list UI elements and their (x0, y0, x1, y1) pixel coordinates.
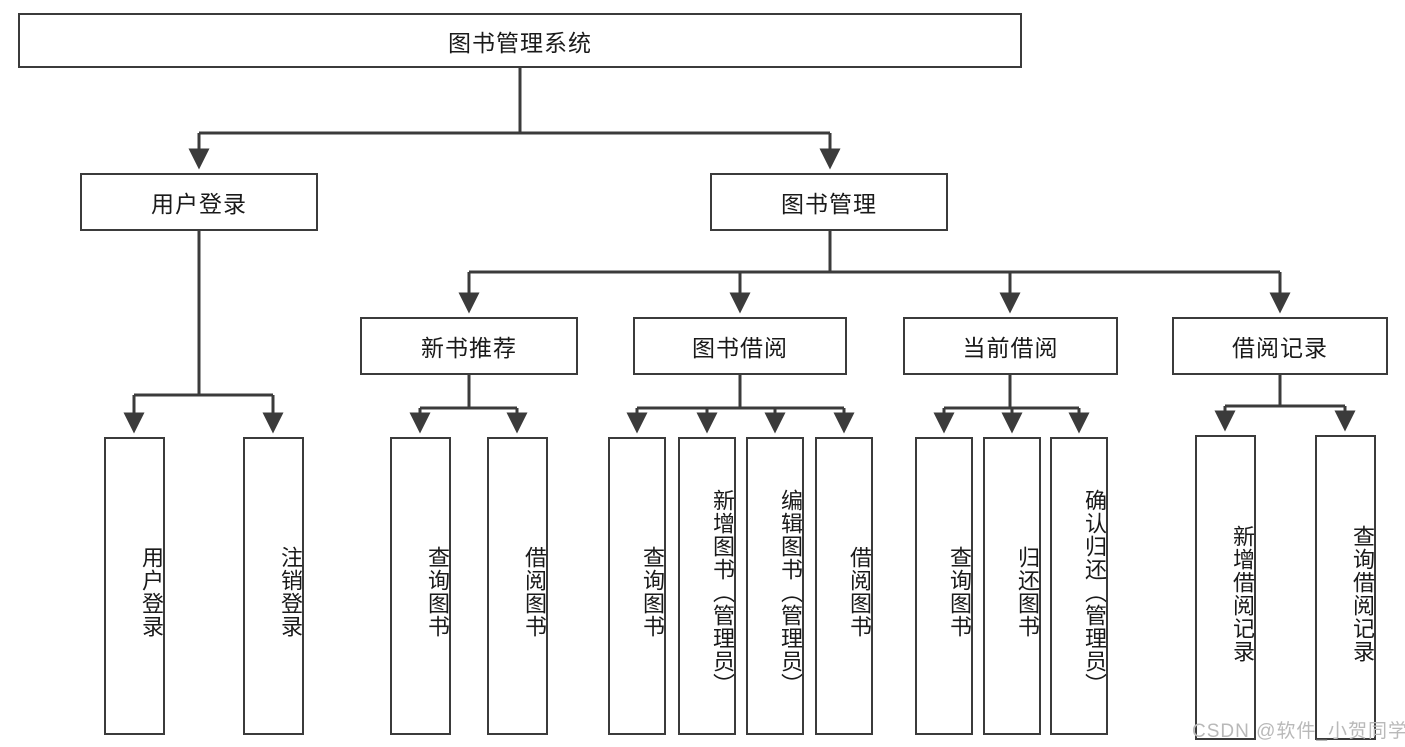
node-current-borrow[interactable]: 当前借阅 (903, 317, 1118, 375)
node-user-login[interactable]: 用户登录 (80, 173, 318, 231)
node-borrow-record-label: 借阅记录 (1232, 335, 1328, 361)
node-leaf-confirm-return[interactable]: 确认归还（管理员） (1050, 437, 1108, 735)
node-leaf-edit-book-label: 编辑图书（管理员） (778, 488, 803, 696)
node-leaf-query-book-borrow[interactable]: 查询图书 (608, 437, 666, 735)
node-leaf-query-book-cur-label: 查询图书 (947, 546, 972, 638)
node-book-borrow[interactable]: 图书借阅 (633, 317, 847, 375)
node-leaf-add-book[interactable]: 新增图书（管理员） (678, 437, 736, 735)
node-leaf-query-book-cur[interactable]: 查询图书 (915, 437, 973, 735)
node-root-label: 图书管理系统 (448, 29, 592, 56)
node-leaf-confirm-return-label: 确认归还（管理员） (1082, 488, 1107, 696)
node-leaf-add-record-label: 新增借阅记录 (1230, 524, 1255, 663)
node-leaf-query-record-label: 查询借阅记录 (1350, 524, 1375, 663)
node-leaf-query-book-rec-label: 查询图书 (425, 546, 450, 638)
node-leaf-add-book-label: 新增图书（管理员） (710, 488, 735, 696)
node-leaf-user-login-label: 用户登录 (139, 546, 164, 638)
node-leaf-query-record[interactable]: 查询借阅记录 (1315, 435, 1376, 740)
node-new-book-rec-label: 新书推荐 (421, 335, 517, 361)
node-leaf-edit-book[interactable]: 编辑图书（管理员） (746, 437, 804, 735)
node-leaf-borrow-book-rec-label: 借阅图书 (522, 546, 547, 638)
node-leaf-return-book[interactable]: 归还图书 (983, 437, 1041, 735)
node-leaf-user-login[interactable]: 用户登录 (104, 437, 165, 735)
node-current-borrow-label: 当前借阅 (962, 335, 1059, 361)
node-book-manage-label: 图书管理 (781, 191, 877, 217)
node-leaf-borrow-book[interactable]: 借阅图书 (815, 437, 873, 735)
watermark: CSDN @软件_小贺同学 (1192, 721, 1405, 742)
node-leaf-query-book-borrow-label: 查询图书 (640, 546, 665, 638)
node-book-borrow-label: 图书借阅 (692, 335, 788, 361)
node-root[interactable]: 图书管理系统 (18, 13, 1022, 68)
node-leaf-return-book-label: 归还图书 (1015, 546, 1040, 638)
node-leaf-add-record[interactable]: 新增借阅记录 (1195, 435, 1256, 740)
node-borrow-record[interactable]: 借阅记录 (1172, 317, 1388, 375)
node-leaf-query-book-rec[interactable]: 查询图书 (390, 437, 451, 735)
node-user-login-label: 用户登录 (151, 191, 247, 217)
node-new-book-rec[interactable]: 新书推荐 (360, 317, 578, 375)
node-leaf-borrow-book-label: 借阅图书 (847, 546, 872, 638)
node-leaf-user-logout-label: 注销登录 (278, 546, 303, 638)
node-leaf-borrow-book-rec[interactable]: 借阅图书 (487, 437, 548, 735)
node-book-manage[interactable]: 图书管理 (710, 173, 948, 231)
node-leaf-user-logout[interactable]: 注销登录 (243, 437, 304, 735)
